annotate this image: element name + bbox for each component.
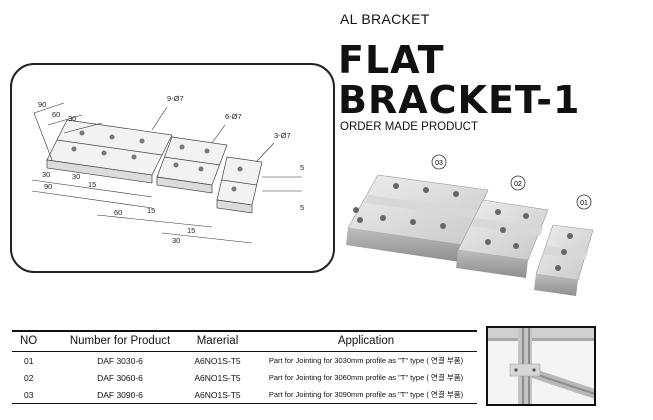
dim-15-c: 15 (187, 226, 195, 235)
dim-60-top: 60 (52, 110, 60, 119)
table-header-row: NO Number for Product Marerial Applicati… (12, 330, 477, 352)
table-row: 01 DAF 3030-6 A6NO1S-T5 Part for Jointin… (12, 352, 477, 370)
dim-15-b: 15 (147, 206, 155, 215)
cell-product: DAF 3090-6 (60, 386, 180, 404)
col-application: Application (255, 330, 477, 352)
svg-text:03: 03 (435, 160, 443, 167)
svg-text:02: 02 (514, 181, 522, 188)
dim-thickness-5-b: 5 (300, 203, 304, 212)
cell-product: DAF 3030-6 (97, 355, 143, 366)
product-photo-svg: 03 02 01 (346, 154, 594, 296)
product-title-line1: FLAT (338, 38, 445, 82)
cell-no: 01 (24, 355, 34, 366)
installation-photo-svg (488, 328, 594, 404)
bracket-large-edge (46, 159, 153, 184)
label-9-holes: 9-Ø7 (167, 94, 184, 103)
cell-application: Part for Jointing for 3030mm profile as … (268, 356, 464, 365)
cell-material: A6NO1S-T5 (194, 372, 241, 383)
dim-30-c: 30 (172, 236, 180, 245)
dim-thickness-5-a: 5 (300, 163, 304, 172)
col-product: Number for Product (60, 330, 180, 352)
cell-material: A6NO1S-T5 (180, 386, 255, 404)
cell-no: 03 (12, 386, 60, 404)
col-no: NO (12, 330, 60, 352)
cell-application: Part for Jointing for 3090mm profile as … (255, 386, 477, 404)
technical-drawing: 90 60 30 30 90 30 15 60 15 15 30 5 5 9-Ø… (10, 63, 335, 273)
dim-30-a: 30 (42, 170, 50, 179)
label-6-holes: 6-Ø7 (225, 112, 242, 121)
dim-15-a: 15 (88, 180, 96, 189)
installation-photo (486, 326, 596, 406)
label-3-holes: 3-Ø7 (274, 131, 291, 140)
product-photo: 03 02 01 (338, 150, 648, 300)
dim-60-bottom: 60 (114, 208, 122, 217)
dim-30-b: 30 (72, 172, 80, 181)
dim-30-top: 30 (68, 114, 76, 123)
bracket-small-outline (216, 156, 263, 206)
col-material: Marerial (180, 330, 255, 352)
cell-material: A6NO1S-T5 (194, 355, 241, 366)
cell-product: DAF 3060-6 (97, 372, 143, 383)
table-row: 02 DAF 3060-6 A6NO1S-T5 Part for Jointin… (12, 369, 477, 386)
photo-bracket-medium (456, 199, 549, 278)
marker-03: 03 (431, 154, 447, 170)
svg-text:01: 01 (580, 200, 588, 207)
product-category: AL BRACKET (340, 11, 430, 27)
cell-application: Part for Jointing for 3060mm profile as … (268, 373, 464, 382)
photo-bracket-large (346, 174, 489, 262)
bracket-medium-edge (156, 176, 213, 194)
table-row: 03 DAF 3090-6 A6NO1S-T5 Part for Jointin… (12, 386, 477, 404)
marker-02: 02 (510, 175, 526, 191)
bracket-small-edge (216, 199, 253, 214)
product-title-line2: BRACKET-1 (338, 78, 581, 122)
spec-table: NO Number for Product Marerial Applicati… (12, 330, 477, 404)
order-note: ORDER MADE PRODUCT (340, 121, 479, 133)
dim-90-bottom: 90 (44, 182, 52, 191)
marker-01: 01 (576, 194, 592, 210)
photo-bracket-small (534, 224, 594, 296)
drawing-holes (71, 130, 243, 192)
dim-90-top: 90 (38, 100, 46, 109)
drawing-svg: 90 60 30 30 90 30 15 60 15 15 30 5 5 9-Ø… (31, 94, 304, 245)
cell-no: 02 (24, 372, 34, 383)
